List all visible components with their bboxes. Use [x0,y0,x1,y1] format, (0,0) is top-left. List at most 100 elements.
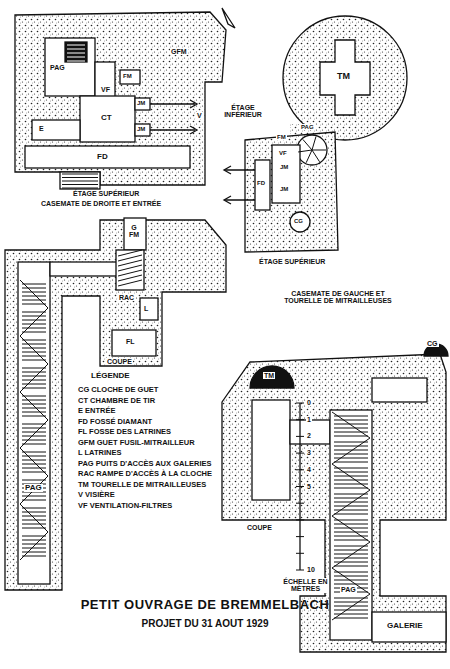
part-label: ÉTAGE SUPÉRIEUR [258,258,326,265]
stroke [22,360,46,361]
part-label: 5 [306,483,312,490]
stroke [332,594,370,620]
stroke [334,514,368,515]
stroke [118,275,142,281]
stroke [306,150,312,163]
stroke [22,444,46,445]
stroke [332,542,370,568]
stroke [22,436,46,437]
stroke [67,61,85,62]
stroke [20,476,48,504]
stroke [332,568,370,594]
stroke [334,598,368,599]
stroke [20,448,48,476]
part-label: PAG [300,124,315,130]
stroke [312,137,316,150]
part-label: JM [136,100,146,106]
part-label: GALERIE [386,622,424,630]
stroke [332,490,370,516]
stroke [296,403,304,404]
part-label: 2 [306,432,312,439]
stroke [334,446,368,447]
stroke [22,548,46,549]
stroke [22,304,46,305]
stroke [22,404,46,405]
part-label: PAG [49,64,66,71]
stroke [334,546,368,547]
stroke [67,49,85,50]
stroke [334,606,368,607]
stroke [334,494,368,495]
stroke [303,139,312,150]
stroke [334,566,368,567]
stroke [332,438,370,464]
stroke [22,296,46,297]
stroke [334,442,368,443]
stroke [22,464,46,465]
part-label: RAC [118,294,135,301]
legend-entry: VF VENTILATION-FILTRES [78,501,172,510]
stroke [296,469,304,470]
part-label: FL [125,338,136,345]
stroke [334,488,368,489]
stroke [22,328,46,329]
title: PETIT OUVRAGE DE BREMMELBACH [0,597,410,612]
legend-entry: E ENTRÉE [78,406,116,415]
stroke [332,516,370,542]
stroke [22,536,46,537]
part-label: CT [100,114,113,122]
stroke [334,416,368,417]
stroke [22,528,46,529]
part-label: VF [100,86,111,93]
stroke [118,250,142,256]
stroke [22,524,46,525]
stroke [20,420,48,448]
stroke [334,576,368,577]
stroke [334,454,368,455]
part-label: CASEMATE DE DROITE ET ENTRÉE [40,200,162,207]
part-label: JM [136,126,146,132]
stroke [334,420,368,421]
stroke [334,506,368,507]
part-label: FM [276,134,287,140]
stroke [118,265,142,271]
part-label: E [38,125,45,132]
stroke [22,432,46,433]
stroke [334,432,368,433]
part-label: PAG [340,586,357,593]
stroke [334,484,368,485]
part-label: COUPE [106,358,133,365]
legend-entry: CG CLOCHE DE GUET [78,385,158,394]
stroke [334,458,368,459]
stroke [22,440,46,441]
legend-entry: RAC RAMPE D'ACCÈS À LA CLOCHE [78,469,212,478]
stroke [22,292,46,293]
legend-entry: FD FOSSÉ DIAMANT [78,417,152,426]
stroke [22,380,46,381]
stroke [22,452,46,453]
stroke [118,255,142,261]
stroke [334,428,368,429]
stroke [22,396,46,397]
stroke [22,556,46,557]
stroke [118,270,142,276]
legend-entry: CT CHAMBRE DE TIR [78,396,155,405]
stroke [22,496,46,497]
stroke [22,428,46,429]
stroke [296,519,304,520]
stroke [20,504,48,532]
stroke [67,45,85,46]
stroke [332,464,370,490]
stroke [22,384,46,385]
stroke [296,486,304,487]
stroke [22,372,46,373]
part-label: ÉTAGE INFÉRIEUR [222,104,264,119]
part-label: PAG [24,484,43,492]
stroke [334,536,368,537]
stroke [20,308,48,336]
stroke [334,602,368,603]
stroke [20,364,48,392]
stroke [334,610,368,611]
stroke [296,536,304,537]
